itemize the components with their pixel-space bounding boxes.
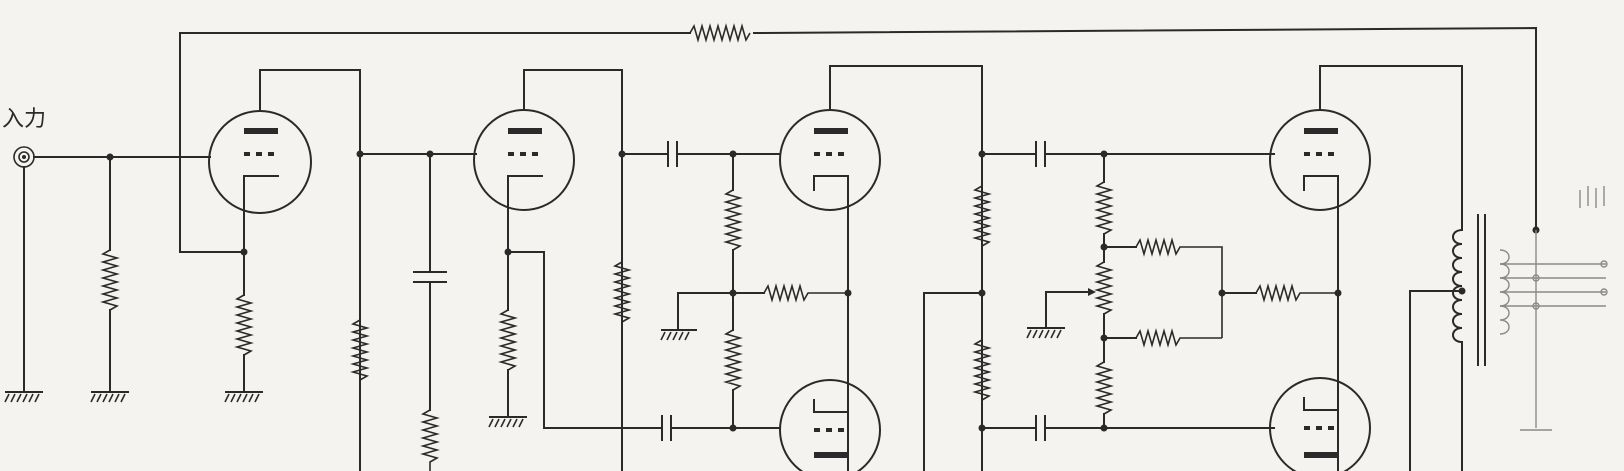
plate-resistor-3a	[972, 185, 992, 247]
grid-resistor-1	[100, 249, 120, 311]
ground-symbol	[1026, 327, 1065, 339]
ground-symbol	[660, 329, 697, 341]
coupling-capacitor-3	[1035, 141, 1046, 167]
cathode-resistor-1	[234, 294, 254, 356]
cathode-resistor-3	[763, 283, 848, 303]
tube-2	[473, 109, 575, 211]
ground-symbol	[4, 166, 43, 403]
junction	[1100, 424, 1108, 432]
ground-symbol	[488, 416, 527, 428]
tube-1	[208, 110, 312, 214]
cathode-resistor-4	[1255, 283, 1338, 303]
cathode-resistor-2	[498, 309, 518, 371]
center-tap-wire	[1409, 290, 1463, 471]
ground-symbol	[90, 391, 129, 403]
plate-wire	[829, 65, 983, 471]
supply-wire	[923, 292, 983, 471]
wiper-arrow	[1088, 288, 1096, 296]
tube-4-upper	[1269, 109, 1371, 211]
plate-wire	[1319, 65, 1463, 231]
output-taps	[1500, 186, 1608, 431]
coupling-capacitor-2	[661, 415, 672, 441]
feedback-wire	[179, 32, 691, 253]
cathode-wire	[179, 189, 245, 253]
tube-4-lower	[1269, 377, 1371, 471]
coupling-capacitor-4	[1035, 415, 1046, 441]
plate-wire	[259, 69, 361, 471]
balance-potentiometer	[1094, 261, 1114, 315]
grid-resistor-3b	[723, 329, 743, 391]
ground-symbol	[224, 391, 263, 403]
plate-resistor-3b	[972, 339, 992, 401]
plate-resistor-1	[350, 319, 370, 381]
coupling-capacitor-1	[667, 141, 678, 167]
junction	[729, 424, 737, 432]
grid-resistor-4a	[1094, 181, 1114, 235]
input-jack[interactable]	[13, 146, 35, 168]
tube-3-upper	[779, 109, 881, 211]
phase-wire	[507, 251, 661, 429]
plate-wire	[523, 69, 623, 471]
input-label: 入力	[2, 107, 46, 132]
filter-resistor	[420, 409, 440, 471]
grid-resistor-3a	[723, 189, 743, 251]
balance-resistor-a	[1135, 237, 1223, 338]
output-transformer	[1452, 214, 1510, 471]
grid-resistor-4b	[1094, 361, 1114, 415]
bypass-capacitor	[413, 271, 447, 283]
feedback-wire	[752, 26, 1537, 231]
feedback-resistor	[689, 23, 751, 43]
balance-resistor-b	[1135, 328, 1222, 348]
plate-resistor-2	[612, 261, 632, 323]
tube-3-lower	[779, 379, 881, 471]
